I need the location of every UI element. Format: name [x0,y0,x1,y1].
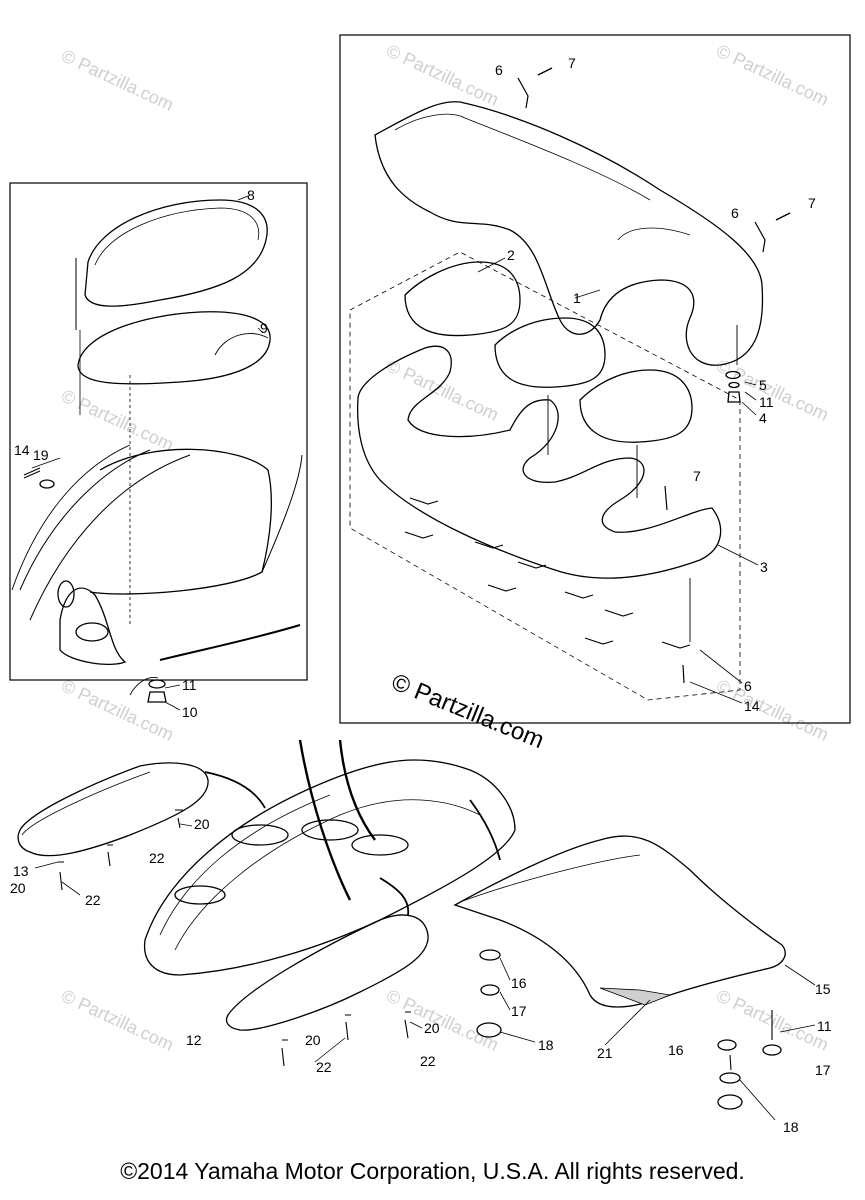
left-seat-assembly [11,195,303,711]
watermark: © Partzilla.com [383,40,501,109]
callout-11: 11 [182,677,197,693]
callout-6: 6 [731,205,739,221]
watermark: © Partzilla.com [713,355,831,424]
callout-22: 22 [420,1053,436,1069]
callout-20: 20 [10,880,26,896]
callout-20: 20 [424,1020,440,1036]
callout-10: 10 [182,704,198,720]
callout-6: 6 [495,62,503,78]
callout-11: 11 [817,1018,832,1034]
callout-7: 7 [808,195,816,211]
watermark: © Partzilla.com [58,985,176,1054]
backrest-part [84,199,268,307]
callout-16: 16 [511,975,527,991]
callout-4: 4 [759,410,767,426]
engine-cover-15 [453,835,786,1008]
callout-15: 15 [815,981,831,997]
side-cushion-12 [225,914,429,1031]
callout-labels: 8 9 14 19 11 10 6 7 6 7 2 1 5 11 4 7 3 6… [10,55,832,1135]
hull-seat-base [89,448,272,595]
callout-13: 13 [13,863,29,879]
callout-22: 22 [85,892,101,908]
callout-21: 21 [597,1045,613,1061]
callout-14: 14 [14,442,30,458]
cushion-pad [579,369,693,443]
callout-12: 12 [186,1032,202,1048]
callout-5: 5 [759,377,767,393]
cushion-pad [404,261,521,337]
watermark: © Partzilla.com [58,675,176,744]
callout-14: 14 [744,698,760,714]
callout-7: 7 [693,468,701,484]
callout-18: 18 [538,1037,554,1053]
callout-9: 9 [260,320,268,336]
cushion-pad [494,317,606,388]
boat-assembly [17,739,816,1121]
callout-6: 6 [744,678,752,694]
side-cushion-13 [17,762,209,857]
callout-22: 22 [316,1059,332,1075]
hull-cup-holder [59,587,127,665]
callout-18: 18 [783,1119,799,1135]
callout-8: 8 [247,187,255,203]
watermark: © Partzilla.com [383,355,501,424]
callout-22: 22 [149,850,165,866]
callout-19: 19 [33,447,49,463]
watermark: © Partzilla.com [713,675,831,744]
copyright-notice: ©2014 Yamaha Motor Corporation, U.S.A. A… [120,1158,745,1184]
callout-16: 16 [668,1042,684,1058]
callout-1: 1 [573,290,581,306]
seat-cushion-part [77,311,271,385]
callout-11: 11 [759,394,774,410]
callout-17: 17 [511,1003,527,1019]
seat-base-part [356,345,722,579]
backrest-part [374,101,764,366]
callout-3: 3 [760,559,768,575]
right-panel-frame [339,34,851,724]
watermark: © Partzilla.com [58,385,176,454]
watermark: © Partzilla.com [383,985,501,1054]
callout-2: 2 [507,247,515,263]
callout-20: 20 [194,816,210,832]
brand-watermark: © Partzilla.com [388,669,548,755]
right-seat-assembly [349,67,791,704]
callout-17: 17 [815,1062,831,1078]
callout-20: 20 [305,1032,321,1048]
callout-7: 7 [568,55,576,71]
watermark: © Partzilla.com [58,45,176,114]
watermark: © Partzilla.com [713,40,831,109]
boat-hull [143,759,516,976]
